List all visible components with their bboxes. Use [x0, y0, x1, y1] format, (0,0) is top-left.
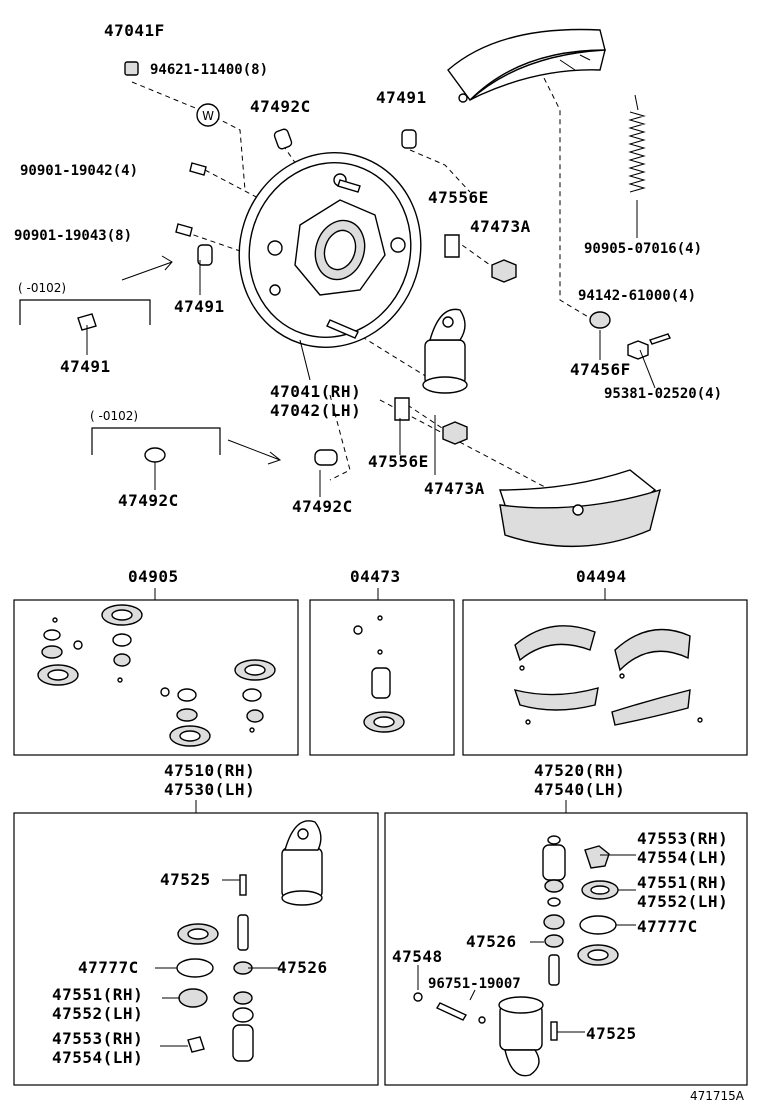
kit-box-04473 — [309, 599, 455, 756]
label-47540-lh: 47540(LH) — [534, 780, 625, 799]
range-label-2: ( -0102) — [90, 409, 138, 423]
label-90901-19043: 90901-19043(8) — [14, 228, 132, 244]
label-47042-lh: 47042(LH) — [270, 401, 361, 420]
label-kit-04473: 04473 — [350, 567, 401, 586]
clip-47492c-bottom — [314, 449, 338, 466]
label-47520-rh: 47520(RH) — [534, 761, 625, 780]
pin-95381 — [649, 333, 671, 345]
label-47491-top: 47491 — [376, 88, 427, 107]
range-bracket-2 — [91, 427, 221, 455]
top-exploded-view: W — [19, 28, 671, 548]
kit-04473-parts — [353, 615, 405, 733]
label-47491-mid: 47491 — [174, 297, 225, 316]
clip-47556e-bottom — [394, 397, 410, 421]
label-95381-02520: 95381-02520(4) — [604, 386, 722, 402]
arrow-icon-2 — [227, 439, 282, 465]
nut-94142 — [627, 340, 649, 360]
range-bracket-1 — [19, 299, 151, 325]
cylinder-right-parts — [413, 835, 636, 1077]
backing-plate — [238, 152, 422, 348]
label-96751-19007: 96751-19007 — [428, 976, 521, 992]
nut-47473a-bottom — [442, 421, 468, 445]
label-47556e-top: 47556E — [428, 188, 489, 207]
washer-47456f — [589, 311, 611, 329]
label-94142-61000: 94142-61000(4) — [578, 288, 696, 304]
label-47526-left: 47526 — [277, 958, 328, 977]
kit-box-04494 — [462, 599, 748, 756]
label-90901-19042: 90901-19042(4) — [20, 163, 138, 179]
washer-w-icon — [196, 103, 220, 127]
diagram-id: 471715A — [690, 1089, 745, 1103]
clip-47491-top — [401, 129, 417, 149]
label-47492c-top: 47492C — [250, 97, 311, 116]
label-90905-07016: 90905-07016(4) — [584, 241, 702, 257]
cylinder-box-left — [13, 812, 379, 1086]
label-47525-left: 47525 — [160, 870, 211, 889]
label-47548-right: 47548 — [392, 947, 443, 966]
label-47473a-top: 47473A — [470, 217, 531, 236]
label-47551-rh-left: 47551(RH) — [52, 985, 143, 1004]
label-47556e-bottom: 47556E — [368, 452, 429, 471]
cylinder-box-right — [384, 812, 748, 1086]
label-47777c-right: 47777C — [637, 917, 698, 936]
label-47491-left: 47491 — [60, 357, 111, 376]
arrow-icon — [121, 255, 173, 281]
bolt-90901-19042 — [189, 162, 207, 176]
range-label-1: ( -0102) — [18, 281, 66, 295]
return-spring — [628, 94, 646, 230]
kit-boxes: 04905 04473 04494 — [13, 567, 748, 756]
bolt-90901-19043 — [175, 223, 193, 237]
label-47492c-bottom: 47492C — [292, 497, 353, 516]
clip-47556e-top — [444, 234, 460, 258]
cylinder-left-parts — [155, 820, 323, 1062]
washer-w-mark: W — [202, 109, 214, 123]
label-47554-lh-left: 47554(LH) — [52, 1048, 143, 1067]
label-47510-rh: 47510(RH) — [164, 761, 255, 780]
kit-04494-parts — [513, 625, 703, 726]
clip-47491-left — [77, 313, 97, 331]
label-kit-04494: 04494 — [576, 567, 627, 586]
stud-47041 — [326, 319, 359, 339]
label-94621-11400: 94621-11400(8) — [150, 62, 268, 78]
label-47525-right: 47525 — [586, 1024, 637, 1043]
nut-icon — [124, 61, 139, 76]
kit-04905-parts — [37, 604, 276, 747]
label-47554-lh-right: 47554(LH) — [637, 848, 728, 867]
label-47041f: 47041F — [104, 21, 165, 40]
label-47456f: 47456F — [570, 360, 631, 379]
clip-47492c-top — [273, 128, 293, 150]
label-47777c-left: 47777C — [78, 958, 139, 977]
kit-box-04905 — [13, 599, 299, 756]
label-47553-rh-right: 47553(RH) — [637, 829, 728, 848]
clip-47492c-left — [144, 447, 166, 463]
brake-shoe-bottom — [499, 469, 661, 548]
label-47551-rh-right: 47551(RH) — [637, 873, 728, 892]
brake-shoe-top — [447, 28, 606, 103]
nut-47473a-top — [491, 259, 517, 283]
clip-47491-mid — [197, 244, 213, 266]
label-kit-04905: 04905 — [128, 567, 179, 586]
label-47553-rh-left: 47553(RH) — [52, 1029, 143, 1048]
label-47526-right: 47526 — [466, 932, 517, 951]
label-47492c-left: 47492C — [118, 491, 179, 510]
label-47530-lh: 47530(LH) — [164, 780, 255, 799]
label-47552-lh-right: 47552(LH) — [637, 892, 728, 911]
label-47473a-bottom: 47473A — [424, 479, 485, 498]
label-47041-rh: 47041(RH) — [270, 382, 361, 401]
label-47552-lh-left: 47552(LH) — [52, 1004, 143, 1023]
stud-top — [337, 179, 361, 193]
wheel-cylinder-top — [422, 308, 468, 394]
